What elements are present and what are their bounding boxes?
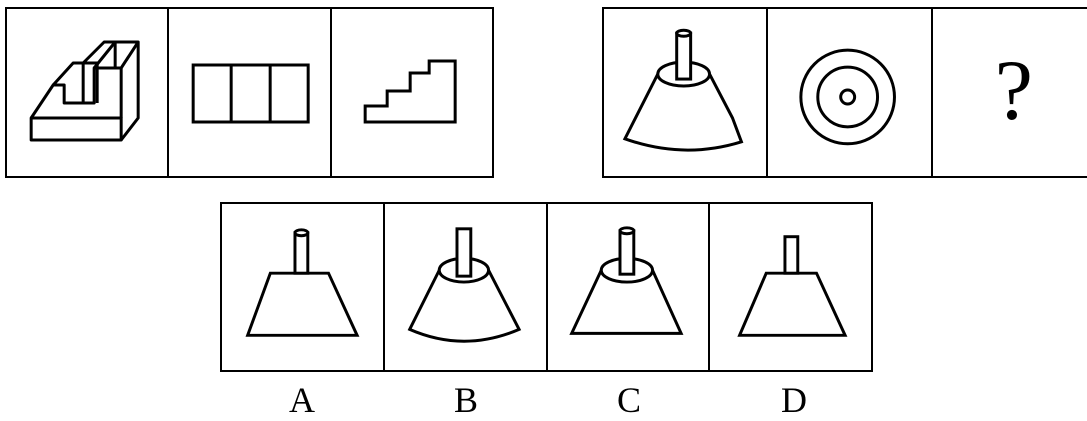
side-view-figure <box>329 9 492 176</box>
front-view-figure <box>167 9 329 176</box>
example-figure-strip <box>5 7 494 178</box>
answer-options-strip <box>220 202 873 372</box>
missing-view-cell: ? <box>930 9 1087 176</box>
question-figure-strip: ? <box>602 7 1087 178</box>
option-c-figure[interactable] <box>545 204 709 370</box>
three-rectangles-icon <box>191 63 310 124</box>
option-a-figure[interactable] <box>222 204 383 370</box>
stair-block-3d-icon <box>29 40 140 142</box>
flat-trapezoid-cylinder-pin-icon <box>245 228 360 337</box>
option-b-figure[interactable] <box>382 204 546 370</box>
flat-trapezoid-square-pin-icon <box>737 235 848 337</box>
concentric-circles-icon <box>799 48 897 146</box>
staircase-outline-icon <box>363 59 457 124</box>
option-c-label[interactable]: C <box>616 380 641 420</box>
straight-cone-round-pin-icon <box>568 226 683 335</box>
stair-block-3d-figure <box>7 9 167 176</box>
option-d-label[interactable]: D <box>781 380 807 420</box>
truncated-cone-with-pin-icon <box>622 28 744 152</box>
top-view-figure <box>766 9 930 176</box>
question-mark: ? <box>994 42 1033 138</box>
cone-pin-3d-figure <box>604 9 766 176</box>
option-b-label[interactable]: B <box>453 380 478 420</box>
option-d-figure[interactable] <box>708 204 871 370</box>
option-a-label[interactable]: A <box>289 380 315 420</box>
curved-cone-square-pin-icon <box>407 227 521 343</box>
